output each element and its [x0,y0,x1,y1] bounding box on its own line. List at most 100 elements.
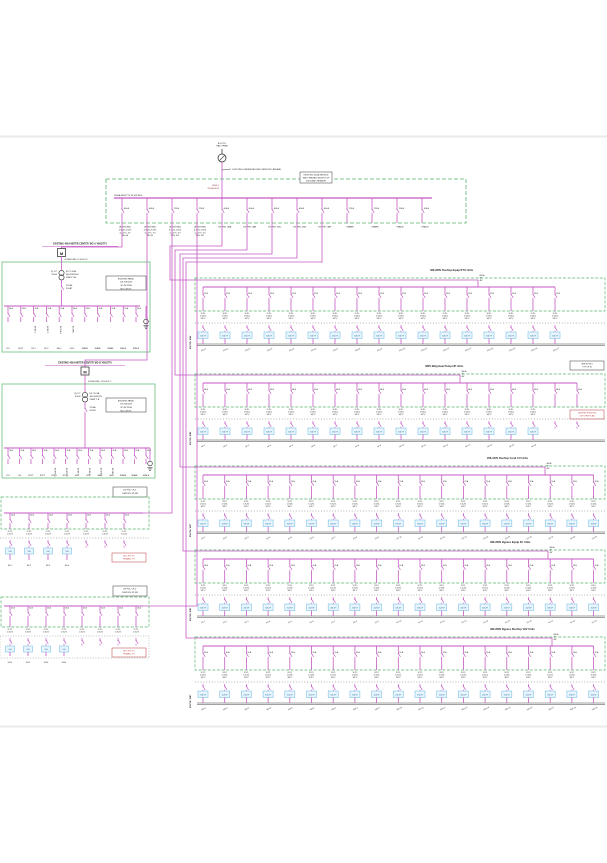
label: 3/4"C [465,318,470,320]
label: 3#10, [399,409,404,411]
label: 30A [62,648,66,651]
panel-meter-center: EXISTING 400A METER CENTER 'MC-A' 480/27… [1,243,151,353]
breaker-dot [332,514,334,516]
label: 20 A [101,449,106,452]
breaker-dot [488,293,490,295]
breaker-dot [312,293,314,295]
breaker-dot [466,326,468,328]
breaker-dot [397,685,399,687]
breaker-dot [246,208,248,210]
breaker-dot [549,685,551,687]
label: 30A NF [591,607,598,610]
label: 30A NF [309,607,316,610]
label: PNL 'H1' [171,235,180,237]
breaker-icon [84,406,88,414]
label: 3/4"C [223,414,228,416]
unit-label: VAV-9 [374,706,380,711]
label: 30A NF [354,431,361,434]
label: 3/4"C [331,677,336,679]
breaker-dot [310,685,313,687]
breaker-dot [332,598,334,600]
label: 3#12, [418,672,423,674]
label: 30A NF [265,694,272,697]
breaker-dot [462,685,464,687]
unit-label: FC-4 [266,621,271,625]
breaker-dot [20,312,22,314]
label: 1#12G, [243,504,250,506]
breaker-dot [462,565,464,567]
unit-label: RTU-1 [201,348,207,352]
panel-boundary [1,261,151,353]
label: 1#10G, [266,316,273,318]
label: 3/4"C [353,506,358,508]
label: 20 A [464,651,469,654]
label: 20 A [551,480,556,483]
label: 3/4"C [483,677,488,679]
unit-label: VAV-7 [331,706,337,711]
unit-label: HP-7 [333,445,338,449]
label: 20 A [595,651,600,654]
label: 1#12G, [482,588,489,590]
label: 30A NF [482,694,489,697]
label: EX PNL '48D' [293,227,307,229]
breaker-dot [202,389,204,391]
unit-label: VAV-18 [570,706,577,711]
label: 2#12, [103,531,108,533]
label: EF-1 [32,348,36,350]
label: 30A NF [442,431,449,434]
label: 3/4"C [396,677,401,679]
label: 3#10, [201,313,206,315]
label: 3#12, [244,672,249,674]
label: 1#12G, [439,588,446,590]
unit-label: HP-14 [487,444,493,448]
label: 20 A [22,307,27,310]
breaker-dot [549,514,551,516]
label: 25 A [358,292,363,295]
label: 1#10G, [222,316,229,318]
breaker-dot [310,652,313,654]
breaker-dot [310,481,313,483]
breaker-dot [99,454,101,456]
breaker-dot [97,312,99,314]
label: 3#12, [331,585,336,587]
label: 30A NF [398,335,405,338]
breaker-dot [9,518,11,520]
label: 1#10G, [530,412,537,414]
label: 3/4"C [439,506,444,508]
breaker-icon [246,684,249,692]
unit-label: CU-10 [396,536,402,540]
label: 3#10, [245,409,250,411]
breaker-dot [527,685,530,687]
breaker-dot [64,454,67,456]
rotated-circuit-label: EX RTU-2 [65,468,67,477]
breaker-icon [463,597,466,605]
breaker-icon [444,325,448,333]
breaker-dot [27,639,29,641]
breaker-icon [549,513,553,521]
label: 3/4"C [374,590,379,592]
label: 3P [480,278,483,280]
label: 3/4"C [443,318,448,320]
label: 3#10, [333,313,338,315]
unit-label: CU-17 [548,536,554,540]
feeder-line [143,223,173,514]
breaker-dot [441,514,443,516]
breaker-dot [85,518,87,520]
label: 1#10G, [442,412,449,414]
